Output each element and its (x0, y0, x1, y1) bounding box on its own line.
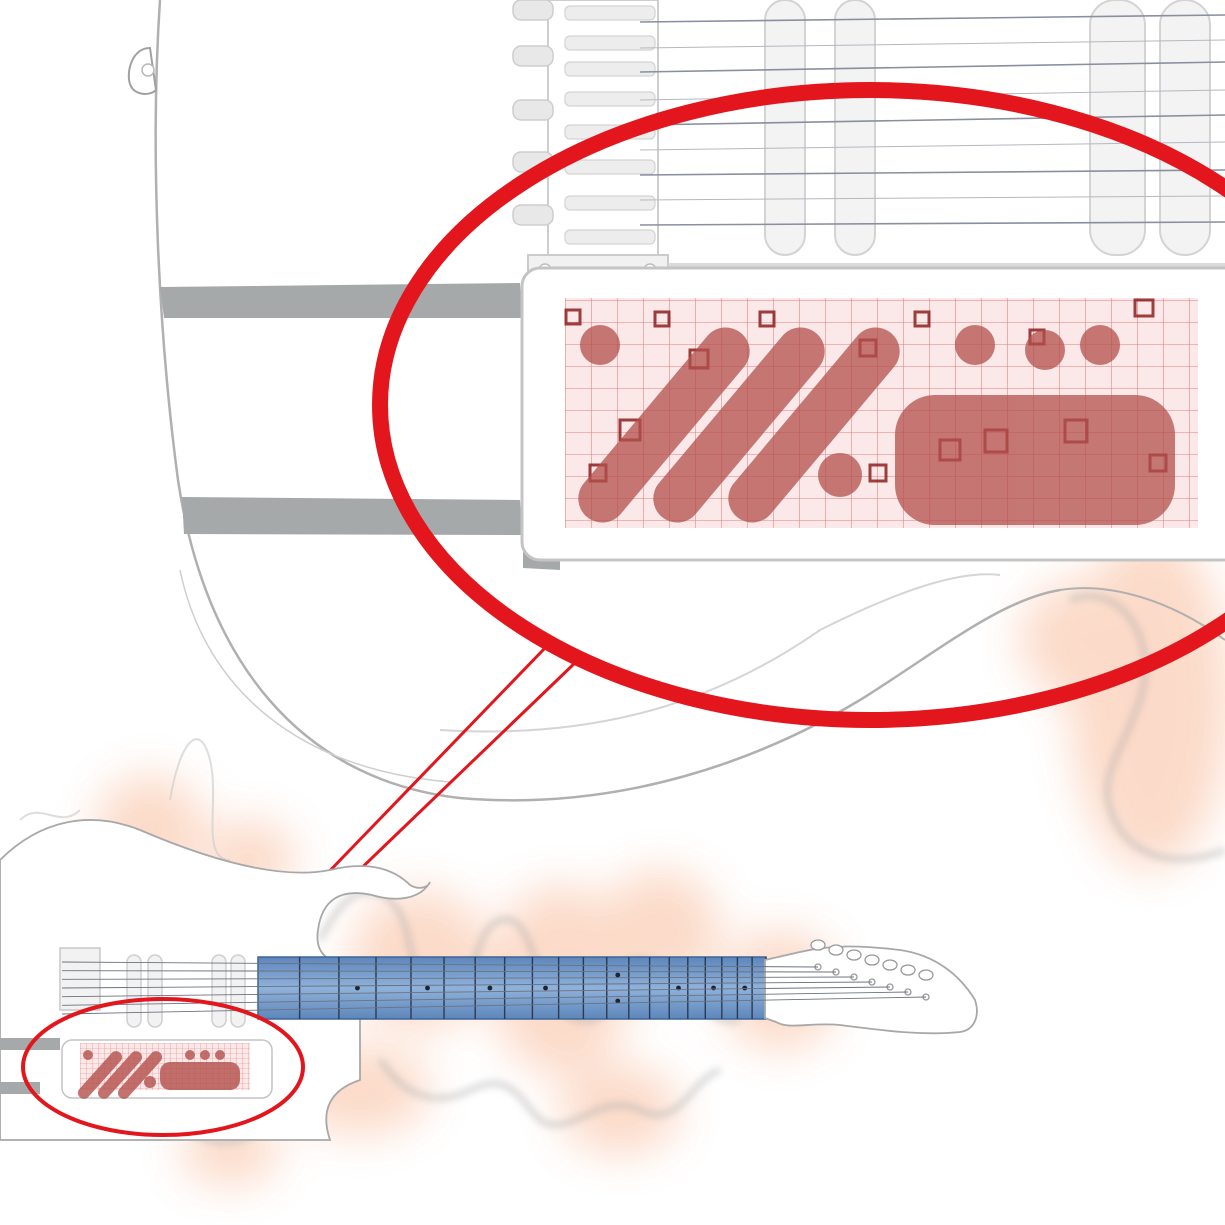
fret-marker-dot (355, 985, 360, 991)
tuner-knob (864, 954, 880, 966)
guitar-string (61, 986, 891, 998)
guitar-string (61, 961, 819, 968)
guitar-string (61, 981, 873, 989)
guitar-string (61, 970, 837, 973)
tuner-knob (900, 964, 916, 976)
fret-marker-dot (425, 985, 430, 991)
callout-circle-small (21, 997, 305, 1137)
fret-marker-dot (487, 985, 493, 991)
small-sensor-panel (61, 1039, 273, 1099)
tuner-knob (828, 944, 844, 956)
tuner-knob (846, 949, 862, 961)
sensor-panel (520, 266, 1225, 562)
fret-marker-dot (711, 985, 716, 991)
guitar-string (61, 976, 855, 980)
fret-marker-dot (615, 998, 621, 1004)
tuner-knob (918, 969, 934, 981)
tuner-knob (882, 959, 898, 971)
callout-circle-large (372, 82, 1225, 728)
tuner-knob (810, 939, 826, 951)
fret-marker-dot (742, 985, 748, 991)
guitar-string (61, 996, 927, 1015)
fret-marker-dot (615, 972, 621, 978)
fret-marker-dot (543, 985, 548, 991)
